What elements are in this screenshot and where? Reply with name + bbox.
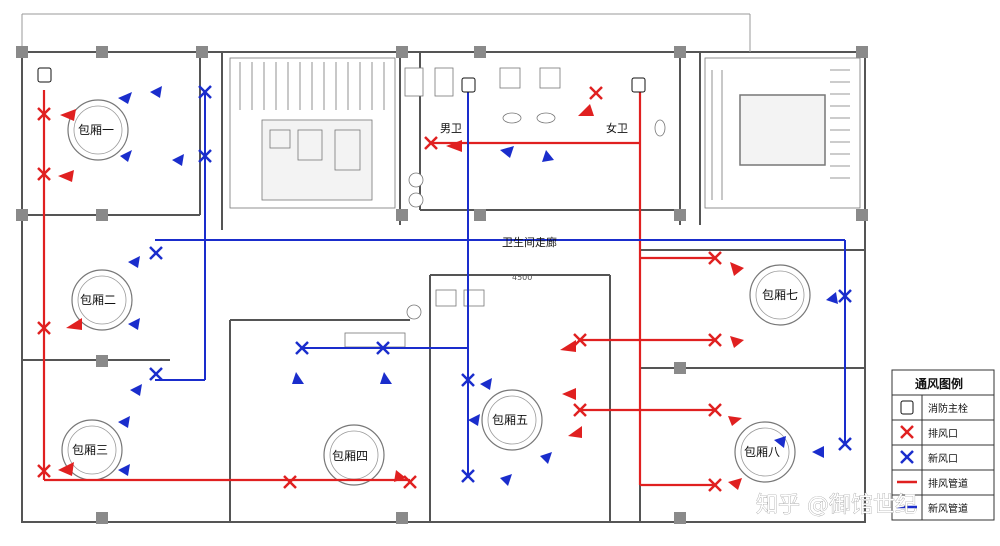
- fresh-air-vent-icon: [838, 289, 852, 303]
- legend-title: 通风图例: [915, 376, 963, 391]
- exhaust-vent-icon: [708, 403, 722, 417]
- fresh-air-vent-icon: [149, 367, 163, 381]
- room-label-8: 包厢八: [744, 445, 780, 459]
- restroom-fixtures: [344, 67, 666, 348]
- exhaust-vent-icon: [573, 403, 587, 417]
- legend-item-fresh-vent: 新风口: [928, 452, 958, 465]
- legend-item-hydrant: 消防主栓: [928, 402, 968, 415]
- room-label-5: 包厢五: [492, 413, 528, 427]
- exhaust-vent-icon: [283, 475, 297, 489]
- exhaust-vent-icon: [708, 478, 722, 492]
- exhaust-vent-icon: [37, 107, 51, 121]
- exhaust-vent-icon: [708, 333, 722, 347]
- fire-hydrant-icon: [461, 77, 476, 93]
- fresh-air-vent-icon: [461, 469, 475, 483]
- exhaust-vent-icon: [37, 167, 51, 181]
- exhaust-vent-icon: [708, 251, 722, 265]
- exhaust-vent-icon: [37, 464, 51, 478]
- watermark: 知乎 @御馆世纪: [756, 493, 917, 518]
- fresh-air-ducts: [155, 90, 846, 478]
- fresh-air-vent-icon: [198, 149, 212, 163]
- fresh-air-vent-icon: [149, 246, 163, 260]
- stairwell-right: [704, 57, 861, 209]
- corridor-label: 卫生间走廊: [502, 235, 557, 249]
- exhaust-vent-icon: [403, 475, 417, 489]
- fresh-air-vents: [149, 85, 852, 483]
- fresh-air-vent-icon: [838, 437, 852, 451]
- legend-item-exhaust-vent: 排风口: [928, 427, 958, 440]
- fire-hydrant-icon: [631, 77, 646, 93]
- structural-columns: [16, 46, 868, 524]
- legend: 通风图例 消防主栓 排风口 新风口 排风管道 新风管道: [891, 369, 995, 521]
- exhaust-vent-icon: [900, 425, 914, 439]
- fresh-air-vent-icon: [295, 341, 309, 355]
- room-label-2: 包厢二: [80, 293, 116, 307]
- fire-hydrant-icon: [37, 67, 52, 83]
- room-label-4: 包厢四: [332, 449, 368, 463]
- fresh-air-vent-icon: [900, 450, 914, 464]
- restroom-label-female: 女卫: [606, 121, 628, 135]
- exhaust-vents: [37, 86, 722, 492]
- stairwell-left: [229, 57, 396, 209]
- airflow-arrows-fresh: [118, 86, 838, 486]
- dimension-label: 4500: [512, 273, 532, 282]
- legend-item-fresh-duct: 新风管道: [928, 502, 968, 515]
- room-label-7: 包厢七: [762, 288, 798, 302]
- exhaust-vent-icon: [424, 136, 438, 150]
- exhaust-ducts: [42, 80, 715, 487]
- room-label-1: 包厢一: [78, 123, 114, 137]
- fire-hydrants: [37, 67, 646, 93]
- exhaust-vent-icon: [37, 321, 51, 335]
- restroom-label-male: 男卫: [440, 122, 462, 135]
- fresh-air-vent-icon: [461, 373, 475, 387]
- exhaust-vent-icon: [589, 86, 603, 100]
- fresh-air-vent-icon: [198, 85, 212, 99]
- fresh-air-vent-icon: [376, 341, 390, 355]
- airflow-arrows-exhaust: [58, 104, 744, 490]
- room-label-3: 包厢三: [72, 443, 108, 457]
- fire-hydrant-icon: [900, 400, 914, 415]
- legend-item-exhaust-duct: 排风管道: [928, 477, 968, 490]
